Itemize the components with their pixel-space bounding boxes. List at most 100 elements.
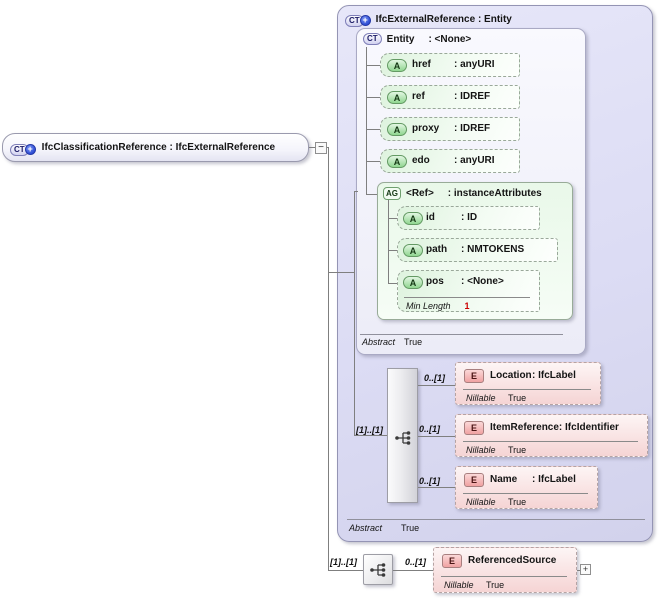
entity-type: : <None> bbox=[428, 33, 472, 45]
connector-line bbox=[328, 570, 363, 571]
connector-line bbox=[328, 272, 354, 273]
element-type: : IfcLabel bbox=[532, 370, 576, 381]
divider bbox=[441, 576, 567, 577]
complextype-plus-icon: CT+ bbox=[345, 10, 371, 28]
connector-line bbox=[418, 487, 455, 488]
attribute-name: ref bbox=[412, 91, 425, 102]
attribute-name: path bbox=[426, 244, 448, 255]
element-icon: E bbox=[464, 473, 484, 487]
tree-line bbox=[388, 218, 397, 219]
attribute-edo[interactable]: A edo : anyURI bbox=[380, 149, 520, 173]
divider bbox=[360, 334, 563, 335]
element-name: ReferencedSource bbox=[468, 555, 557, 566]
connector-line bbox=[309, 147, 315, 148]
tree-line bbox=[366, 194, 377, 195]
attribute-group-name: <Ref> bbox=[406, 188, 434, 199]
attribute-icon: A bbox=[403, 212, 423, 225]
element-name: Location bbox=[490, 370, 532, 381]
complextype-plus-icon: CT+ bbox=[10, 139, 36, 157]
sequence-bar[interactable] bbox=[387, 368, 418, 503]
attribute-id[interactable]: A id : ID bbox=[397, 206, 540, 230]
attribute-ref[interactable]: A ref : IDREF bbox=[380, 85, 520, 109]
element-name: ItemReference bbox=[490, 422, 559, 433]
cardinality-label: 0..[1] bbox=[419, 424, 441, 434]
connector-line bbox=[354, 191, 355, 435]
cardinality-label: [1]..[1] bbox=[356, 425, 383, 435]
cardinality-label: 0..[1] bbox=[419, 476, 441, 486]
element-icon: E bbox=[464, 421, 484, 435]
connector-line bbox=[577, 570, 581, 571]
cardinality-label: [1]..[1] bbox=[330, 557, 357, 567]
attribute-type: : <None> bbox=[461, 276, 504, 287]
cardinality-label: 0..[1] bbox=[405, 557, 427, 567]
sequence-box[interactable] bbox=[363, 554, 393, 585]
expand-icon[interactable]: + bbox=[580, 564, 591, 575]
connector-line bbox=[354, 435, 387, 436]
tree-line bbox=[388, 200, 389, 284]
collapse-icon[interactable]: − bbox=[315, 142, 327, 154]
attribute-name: id bbox=[426, 212, 435, 223]
element-name: Name bbox=[490, 474, 518, 485]
element-type: : IfcLabel bbox=[532, 474, 576, 485]
tree-line bbox=[366, 129, 380, 130]
tree-line bbox=[388, 283, 397, 284]
connector-line bbox=[418, 436, 455, 437]
attribute-icon: A bbox=[403, 276, 423, 289]
divider bbox=[463, 441, 638, 442]
attribute-proxy[interactable]: A proxy : IDREF bbox=[380, 117, 520, 141]
tree-line bbox=[366, 65, 380, 66]
attribute-href[interactable]: A href : anyURI bbox=[380, 53, 520, 77]
connector-line bbox=[418, 385, 455, 386]
connector-line bbox=[328, 147, 329, 570]
attribute-icon: A bbox=[387, 155, 407, 168]
complextype-title: IfcExternalReference : Entity bbox=[375, 13, 512, 25]
divider bbox=[347, 519, 645, 520]
attribute-name: proxy bbox=[412, 123, 440, 134]
entity-name: Entity bbox=[386, 33, 415, 45]
divider bbox=[404, 297, 530, 298]
tree-line bbox=[366, 47, 367, 195]
connector-line bbox=[354, 191, 358, 192]
attribute-type: : NMTOKENS bbox=[461, 244, 525, 255]
root-element-box[interactable]: CT+ IfcClassificationReference : IfcExte… bbox=[2, 133, 309, 162]
attribute-icon: A bbox=[387, 59, 407, 72]
attribute-type: : IDREF bbox=[454, 123, 491, 134]
attribute-name: pos bbox=[426, 276, 444, 287]
sequence-icon bbox=[370, 563, 386, 577]
divider bbox=[463, 493, 588, 494]
attribute-type: : anyURI bbox=[454, 59, 495, 70]
attribute-group-type: : instanceAttributes bbox=[447, 188, 542, 199]
tree-line bbox=[366, 97, 380, 98]
attribute-icon: A bbox=[387, 91, 407, 104]
connector-line bbox=[393, 570, 433, 571]
sequence-icon bbox=[395, 431, 411, 445]
attribute-name: href bbox=[412, 59, 431, 70]
divider bbox=[463, 389, 591, 390]
root-element-label: IfcClassificationReference : IfcExternal… bbox=[41, 142, 276, 153]
attribute-path[interactable]: A path : NMTOKENS bbox=[397, 238, 558, 262]
element-type: : IfcIdentifier bbox=[558, 422, 619, 433]
element-icon: E bbox=[464, 369, 484, 383]
attribute-name: edo bbox=[412, 155, 430, 166]
element-icon: E bbox=[442, 554, 462, 568]
attribute-type: : anyURI bbox=[454, 155, 495, 166]
attribute-icon: A bbox=[387, 123, 407, 136]
attribute-group-icon: AG bbox=[383, 187, 401, 200]
cardinality-label: 0..[1] bbox=[424, 373, 446, 383]
attribute-icon: A bbox=[403, 244, 423, 257]
tree-line bbox=[366, 161, 380, 162]
tree-line bbox=[388, 250, 397, 251]
